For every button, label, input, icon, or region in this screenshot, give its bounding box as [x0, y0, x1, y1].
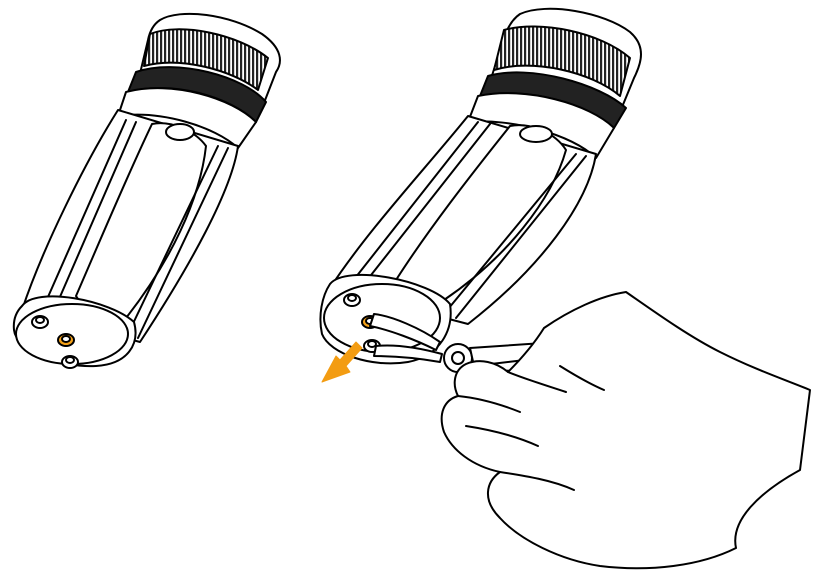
left-bottom-face — [16, 304, 128, 364]
right-battery-contact — [520, 126, 552, 142]
hand-icon — [442, 292, 810, 568]
screw-icon — [58, 334, 74, 346]
screw-icon — [62, 356, 78, 368]
screw-icon — [32, 316, 48, 328]
left-battery-contact — [166, 124, 194, 140]
screw-icon — [344, 294, 360, 306]
left-flashlight-figure — [14, 14, 280, 368]
